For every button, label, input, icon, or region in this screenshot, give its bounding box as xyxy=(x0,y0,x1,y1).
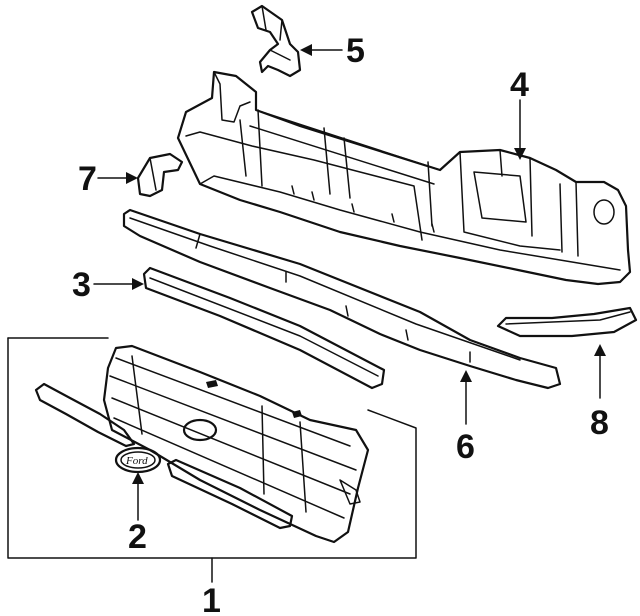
molding-part-8 xyxy=(496,306,638,338)
callout-5: 5 xyxy=(346,32,365,70)
lower-panel-part-6 xyxy=(122,208,562,390)
emblem-logo-text: Ford xyxy=(125,455,148,467)
grille-assembly-part-1 xyxy=(102,344,370,544)
callout-4: 4 xyxy=(510,66,529,104)
emblem-part-2: Ford xyxy=(114,446,162,474)
assembly-bracket xyxy=(7,337,417,559)
callout-7: 7 xyxy=(78,160,97,198)
lower-trim-strip xyxy=(166,458,294,530)
radiator-support-part-4 xyxy=(176,70,632,286)
callout-2: 2 xyxy=(128,518,147,556)
bracket-part-5 xyxy=(250,4,302,78)
leader-lines xyxy=(93,44,606,583)
callout-6: 6 xyxy=(456,428,475,466)
callout-1: 1 xyxy=(202,582,221,616)
callout-labels: 1 2 3 4 5 6 7 8 xyxy=(72,32,609,616)
left-trim-strip xyxy=(34,382,136,448)
callout-8: 8 xyxy=(590,404,609,442)
callout-3: 3 xyxy=(72,266,91,304)
corner-piece-part-7 xyxy=(136,152,184,198)
molding-part-3 xyxy=(142,266,386,390)
